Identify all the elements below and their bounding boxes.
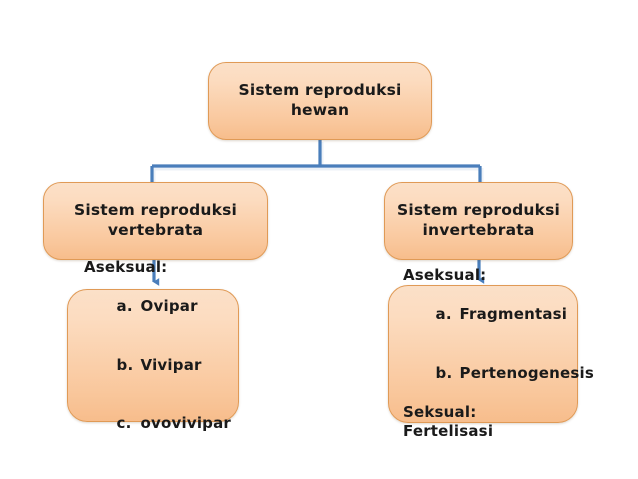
node-sistem-reproduksi-vertebrata: Sistem reproduksi vertebrata: [43, 182, 268, 260]
vertebrata-detail-item-1: a. Ovipar: [84, 278, 238, 337]
connector-shadow: [150, 142, 484, 186]
node-invertebrata-text: Sistem reproduksi invertebrata: [397, 201, 560, 241]
list-marker: a.: [435, 305, 452, 324]
connector-root-to-branches: [150, 140, 482, 184]
invertebrata-detail-item-1: a. Fragmentasi: [403, 286, 577, 345]
vertebrata-detail-heading: Aseksual:: [84, 258, 168, 276]
invertebrata-detail-seksual-item: Fertelisasi: [403, 422, 494, 441]
node-root-line2: hewan: [290, 101, 350, 119]
node-root-text: Sistem reproduksi hewan: [238, 81, 401, 121]
vertebrata-detail-item-3: c. ovovivipar: [84, 395, 238, 454]
node-invertebrata-line2: invertebrata: [422, 221, 535, 239]
list-label: ovovivipar: [140, 414, 232, 432]
node-vertebrata-line2: vertebrata: [107, 221, 204, 239]
invertebrata-detail-item-2: b. Pertenogenesis: [403, 344, 594, 403]
list-label: Ovipar: [140, 297, 198, 315]
node-sistem-reproduksi-hewan: Sistem reproduksi hewan: [208, 62, 432, 140]
list-marker: c.: [116, 414, 132, 432]
list-marker: b.: [435, 363, 453, 382]
list-marker: a.: [116, 297, 133, 315]
vertebrata-detail-item-2: b. Vivipar: [84, 336, 238, 395]
node-root-line1: Sistem reproduksi: [238, 81, 402, 100]
list-label: Pertenogenesis: [459, 363, 594, 382]
node-vertebrata-detail: Aseksual: a. Ovipar b. Vivipar c. ovovivipa…: [67, 258, 239, 432]
node-invertebrata-line1: Sistem reproduksi: [396, 201, 561, 220]
invertebrata-detail-heading-seksual: Seksual:: [403, 402, 477, 421]
invertebrata-detail-heading-aseksual: Aseksual:: [403, 266, 487, 285]
list-label: Fragmentasi: [459, 305, 568, 324]
list-marker: b.: [116, 355, 134, 374]
node-sistem-reproduksi-invertebrata: Sistem reproduksi invertebrata: [384, 182, 573, 260]
list-label: Vivipar: [140, 355, 202, 374]
node-invertebrata-detail: Aseksual: a. Fragmentasi b. Pertenogenesis…: [388, 266, 594, 440]
node-vertebrata-text: Sistem reproduksi vertebrata: [74, 201, 237, 241]
node-vertebrata-line1: Sistem reproduksi: [73, 201, 238, 220]
